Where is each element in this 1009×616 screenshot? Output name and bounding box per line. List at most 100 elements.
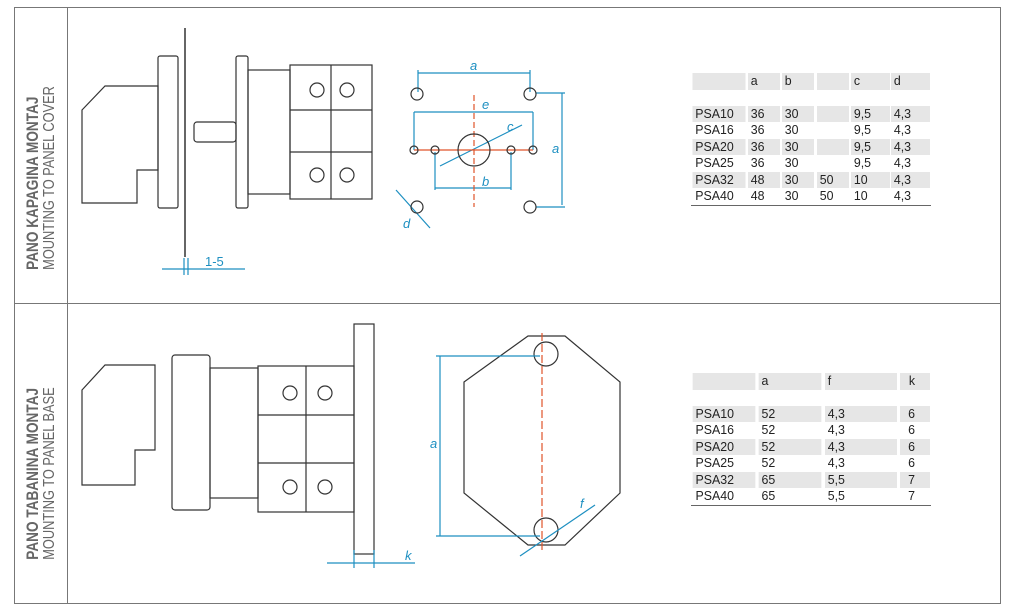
dim-label-1-5: 1-5 [205, 254, 224, 269]
screw-icons [309, 82, 355, 183]
table-cell: 9,5 [853, 155, 871, 170]
dim-label-a-2: a [430, 436, 437, 451]
table-cell: 52 [758, 438, 822, 455]
table-cell: 48 [750, 188, 765, 203]
table-cell [697, 89, 925, 106]
table-cell: PSA10 [692, 105, 746, 122]
table-row: PSA25 36 30 9,5 4,3 [691, 155, 931, 172]
table-cell: 36 [750, 122, 765, 137]
table-cell: c [850, 73, 890, 90]
table-cell: 6 [899, 405, 931, 422]
table-cell: 4,3 [891, 171, 930, 188]
centerlines-1 [414, 95, 533, 207]
table-cell: 52 [758, 405, 822, 422]
dim-label-d: d [403, 216, 411, 231]
table-cell: 30 [785, 122, 799, 137]
table-cell: d [891, 73, 930, 90]
table-cell: 4,3 [891, 105, 930, 122]
dim-label-f: f [580, 496, 585, 511]
switch-side-view-base [81, 323, 375, 555]
table-cell: 30 [785, 188, 799, 203]
table-cell: 4,3 [894, 188, 912, 203]
table-cell: a [758, 373, 822, 390]
table-cell: PSA25 [695, 155, 734, 170]
table-cell: 30 [782, 138, 816, 155]
dimension-lines-2 [327, 355, 596, 568]
table-cell: 7 [899, 471, 931, 488]
table-cell: 50 [816, 171, 850, 188]
table-cell: PSA32 [692, 171, 746, 188]
table-cell [817, 155, 849, 172]
table-cell: PSA16 [695, 122, 734, 137]
table-cell: PSA16 [695, 422, 734, 437]
table-cell [816, 105, 850, 122]
table-cell: 4,3 [824, 438, 898, 455]
table-row: PSA16 52 4,3 6 [691, 422, 931, 439]
dimension-lines-1 [162, 70, 565, 275]
table-cell: 4,3 [891, 138, 930, 155]
table-cell: 9,5 [850, 105, 890, 122]
dim-label-a: a [470, 58, 477, 73]
table-cell [692, 373, 756, 390]
table-cell: PSA10 [692, 405, 756, 422]
table-cell: 4,3 [894, 122, 912, 137]
table-row: PSA40 48 30 50 10 4,3 [691, 188, 931, 205]
table-cell: PSA20 [692, 138, 746, 155]
table-cell: 36 [747, 138, 781, 155]
table-cell: PSA40 [695, 488, 734, 503]
table-cell: 6 [908, 422, 915, 437]
table-cell: 9,5 [853, 122, 871, 137]
table-cell: 9,5 [850, 138, 890, 155]
table-cell: 48 [747, 171, 781, 188]
table-cell: b [782, 73, 816, 90]
dim-label-b: b [482, 174, 489, 189]
table-cell: 5,5 [824, 471, 898, 488]
table-cell: 30 [782, 171, 816, 188]
table-row: PSA25 52 4,3 6 [691, 455, 931, 472]
table-cell [816, 73, 850, 90]
table-cell: 36 [747, 105, 781, 122]
panel-cutout-holes [409, 87, 538, 214]
table-cell: 65 [761, 488, 776, 503]
switch-side-view-cover [81, 28, 373, 257]
table-cell: 52 [761, 455, 776, 470]
label-column-divider [67, 7, 68, 603]
section-divider [14, 303, 1000, 304]
table-cell: 10 [850, 171, 890, 188]
document-frame [14, 7, 1001, 604]
table-row: PSA16 36 30 9,5 4,3 [691, 122, 931, 139]
table-cell: PSA20 [692, 438, 756, 455]
table-cell: 5,5 [827, 488, 845, 503]
table-cell: 4,3 [827, 422, 845, 437]
table-cell: PSA25 [695, 455, 734, 470]
table-cell: 6 [908, 455, 915, 470]
mounting-plate-outline [463, 335, 621, 546]
table-cell [697, 389, 925, 406]
table-cell: 36 [750, 155, 765, 170]
table-cell: 4,3 [827, 455, 845, 470]
table-cell: 10 [853, 188, 868, 203]
dim-label-k: k [405, 548, 413, 563]
table-cell: 4,3 [894, 155, 912, 170]
table-cell: a [747, 73, 781, 90]
table-cell: 6 [899, 438, 931, 455]
table-cell: 4,3 [824, 405, 898, 422]
table-cell: 50 [819, 188, 834, 203]
table-cell: 30 [785, 155, 799, 170]
table-cell: 52 [761, 422, 776, 437]
table-cell: 65 [758, 471, 822, 488]
table-cell: PSA32 [692, 471, 756, 488]
table-cell: k [899, 373, 931, 390]
table-cell: PSA40 [695, 188, 734, 203]
